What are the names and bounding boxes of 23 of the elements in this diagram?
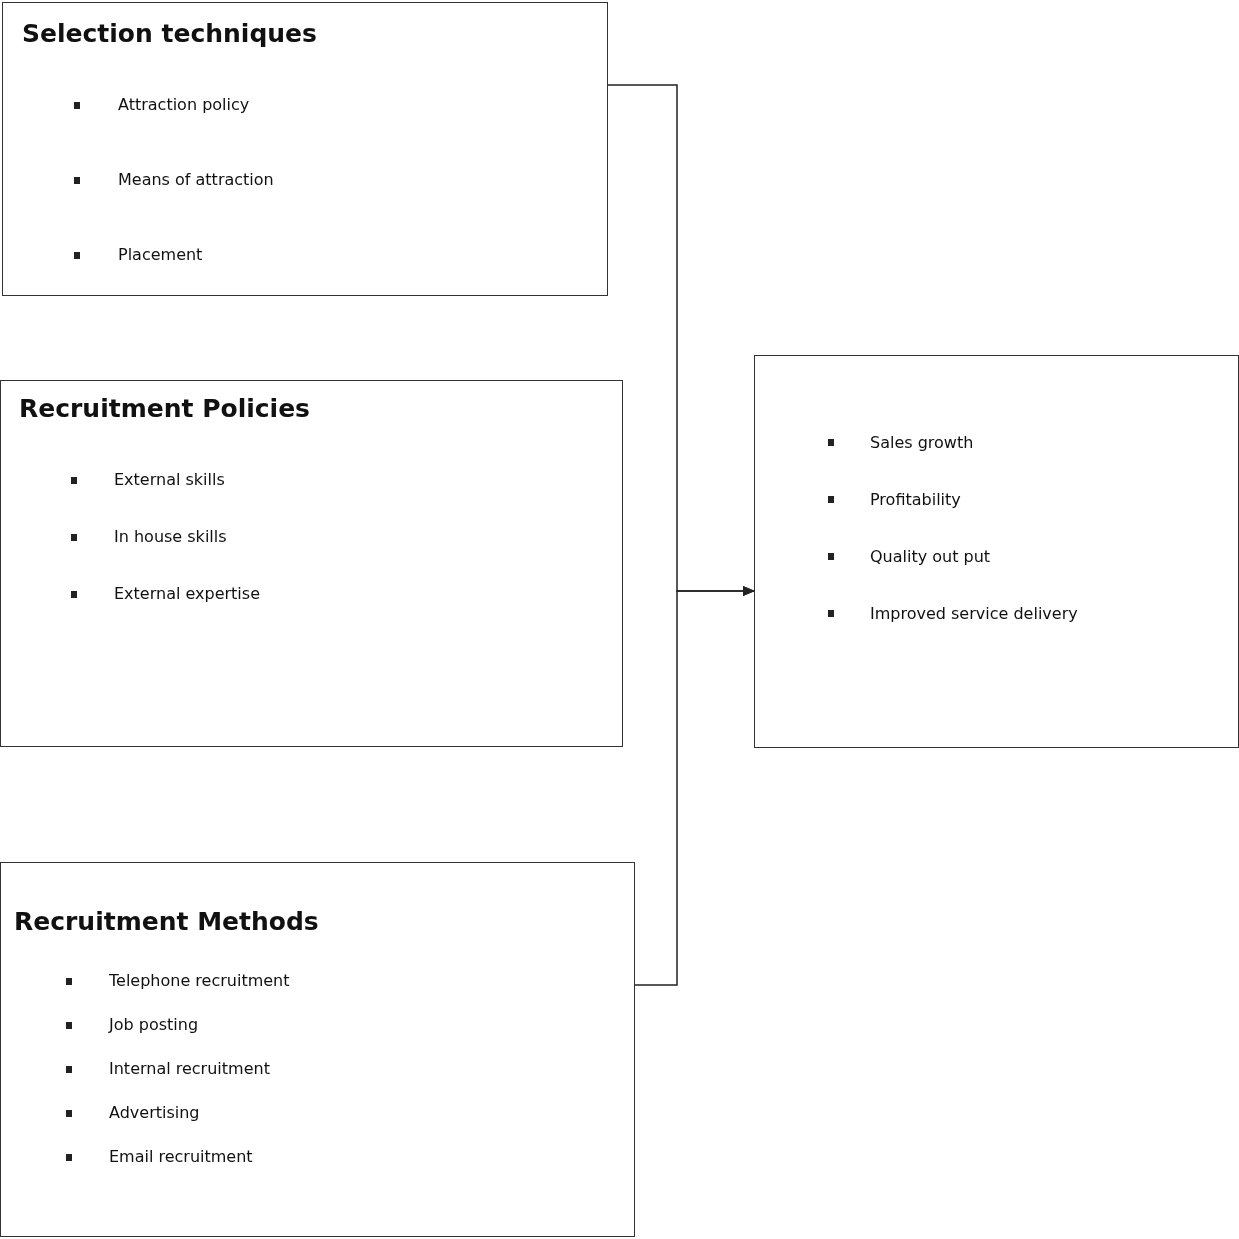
list-item: Placement (118, 244, 204, 266)
list-item: Profitability (870, 488, 962, 511)
list-item: External expertise (114, 583, 261, 605)
list-item: Attraction policy (118, 94, 251, 116)
text-box (0, 380, 623, 747)
connector-arrow (634, 586, 755, 986)
list-item: In house skills (114, 526, 228, 548)
text-box (0, 862, 635, 1237)
list-item: Telephone recruitment (109, 970, 291, 992)
box-heading: Selection techniques (22, 19, 317, 48)
list-item: Means of attraction (118, 169, 275, 191)
list-item: Advertising (109, 1102, 201, 1124)
box-heading: Recruitment Methods (14, 907, 319, 936)
list-item: Improved service delivery (870, 602, 1079, 625)
text-box (2, 2, 608, 296)
list-item: Job posting (109, 1014, 200, 1036)
box-heading: Recruitment Policies (19, 394, 310, 423)
list-item: Quality out put (870, 545, 992, 568)
list-item: External skills (114, 469, 226, 491)
text-box (754, 355, 1239, 748)
list-item: Internal recruitment (109, 1058, 271, 1080)
list-item: Sales growth (870, 431, 975, 454)
list-item: Email recruitment (109, 1146, 254, 1168)
